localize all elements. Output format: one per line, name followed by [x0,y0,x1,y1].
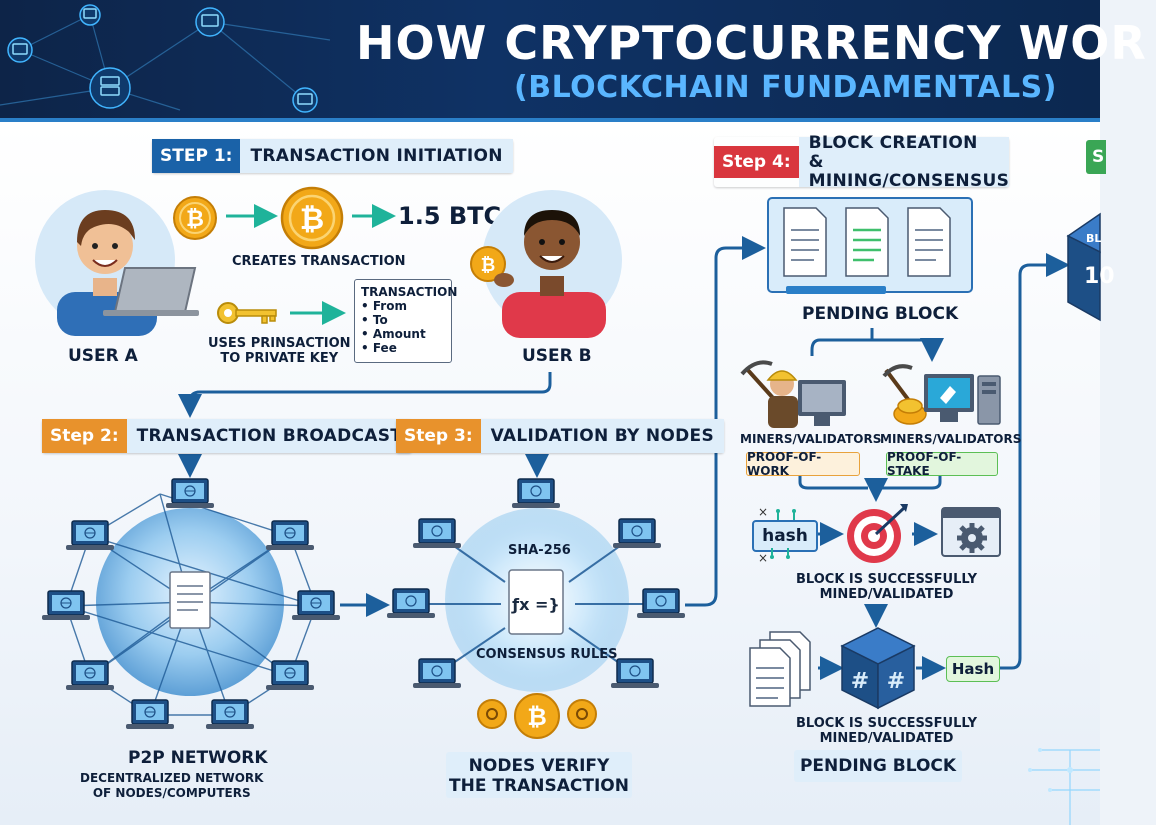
nodes-verify-line2: THE TRANSACTION [449,776,629,796]
header-banner: HOW CRYPTOCURRENCY WOR (BLOCKCHAIN FUNDA… [0,0,1146,118]
mined-validated-label-2: BLOCK IS SUCCESSFULLY MINED/VALIDATED [796,716,977,746]
corner-glow-decoration [1028,748,1100,825]
target-icon [847,504,908,563]
sha256-label: SHA-256 [508,543,571,558]
step1-tag: STEP 1: [152,139,241,173]
p2p-network-graphic [41,478,341,730]
step3-tag: Step 3: [396,419,481,453]
p2p-network-label: P2P NETWORK [128,748,268,768]
tx-field-amount: • Amount [361,327,426,341]
step1-header: STEP 1: TRANSACTION INITIATION [152,139,513,173]
step4-header: Step 4: BLOCK CREATION & MINING/CONSENSU… [714,132,1009,190]
p2p-network-description: DECENTRALIZED NETWORK OF NODES/COMPUTERS [80,771,263,801]
svg-text:×: × [758,505,768,519]
mined2-line1: BLOCK IS SUCCESSFULLY [796,716,978,731]
bitcoin-coin-icon: ₿ [173,196,217,240]
svg-text:×: × [758,551,768,565]
svg-text:₿: ₿ [481,255,496,276]
transaction-details-box: TRANSACTION • From • To • Amount • Fee [354,279,458,363]
creates-transaction-label: CREATES TRANSACTION [232,254,406,269]
svg-text:#: # [851,669,869,694]
private-key-icon [217,302,277,324]
uses-key-line2: TO PRIVATE KEY [220,351,339,366]
p2p-desc-line1: DECENTRALIZED NETWORK [80,771,264,785]
tx-field-from: • From [361,299,407,313]
step5-cube-number: 10 [1084,264,1115,289]
nodes-verify-caption: NODES VERIFY THE TRANSACTION [446,752,632,798]
arrow-step4-to-step5 [998,253,1070,670]
pending-block-caption: PENDING BLOCK [794,750,962,782]
page-title: HOW CRYPTOCURRENCY WOR [356,16,1147,70]
pending-block-label: PENDING BLOCK [802,304,959,324]
step5-tag: S [1086,140,1106,174]
p2p-desc-line2: OF NODES/COMPUTERS [92,786,251,800]
step2-tag: Step 2: [42,419,127,453]
mined1-line1: BLOCK IS SUCCESSFULLY [796,572,978,587]
nodes-verify-line1: NODES VERIFY [468,756,610,776]
miner-pow-icon [740,360,846,428]
validation-network-graphic: ƒx =} ₿ [386,478,686,739]
step4-tag: Step 4: [714,146,799,178]
gear-window-icon [941,507,1001,557]
miner-pos-icon [882,364,1001,425]
mined1-line2: MINED/VALIDATED [819,587,954,602]
arrow-pending-split [810,328,932,356]
transaction-box-title: TRANSACTION [361,285,458,299]
step3-title: VALIDATION BY NODES [480,419,725,453]
hash-output-box: Hash [946,656,1000,682]
page-subtitle: (BLOCKCHAIN FUNDAMENTALS) [514,70,1057,105]
user-a-illustration [35,190,199,336]
svg-text:#: # [887,669,905,694]
network-decoration [0,4,331,113]
arrow-miners-merge [798,474,942,496]
formula-text: ƒx =} [511,595,560,614]
arrow-step1-to-step2 [178,372,552,418]
step5-cube-label: BL [1086,232,1102,245]
user-b-label: USER B [522,346,592,366]
step4-title-line1: BLOCK CREATION & [808,132,978,172]
svg-text:₿: ₿ [300,202,324,237]
step3-header: Step 3: VALIDATION BY NODES [396,419,725,453]
svg-text:₿: ₿ [527,703,547,731]
bitcoin-coin-large-icon: ₿ [280,186,344,250]
mined2-line2: MINED/VALIDATED [819,731,954,746]
header-divider [0,118,1100,122]
step4-title-line2: MINING/CONSENSUS [808,170,1010,191]
transaction-amount: 1.5 BTC [398,202,502,230]
tx-field-to: • To [361,313,388,327]
step4-title: BLOCK CREATION & MINING/CONSENSUS [798,132,1009,190]
consensus-rules-label: CONSENSUS RULES [476,647,618,662]
proof-of-work-tag: PROOF-OF-WORK [746,450,860,478]
svg-text:₿: ₿ [186,207,204,232]
step2-header: Step 2: TRANSACTION BROADCAST [42,419,413,453]
uses-key-label: USES PRINSACTION TO PRIVATE KEY [208,336,351,366]
proof-of-stake-tag: PROOF-OF-STAKE [886,450,998,478]
user-a-label: USER A [68,346,138,366]
uses-key-line1: USES PRINSACTION [208,336,351,351]
documents-stack-icon [749,631,811,707]
step2-title: TRANSACTION BROADCAST [126,419,413,453]
miners-validators-pow-label: MINERS/VALIDATORS [740,432,882,446]
tx-field-fee: • Fee [361,341,397,355]
user-b-illustration: ₿ [470,190,622,338]
hash-chip: hash [752,520,818,552]
step5-block-cube [1066,212,1101,322]
block-cube-icon: # # [840,627,916,710]
miners-validators-pos-label: MINERS/VALIDATORS [880,432,1022,446]
step1-title: TRANSACTION INITIATION [240,139,513,173]
mined-validated-label-1: BLOCK IS SUCCESSFULLY MINED/VALIDATED [796,572,977,602]
hash-chip-pins: × × [758,505,796,565]
pending-block-graphic [767,197,973,294]
